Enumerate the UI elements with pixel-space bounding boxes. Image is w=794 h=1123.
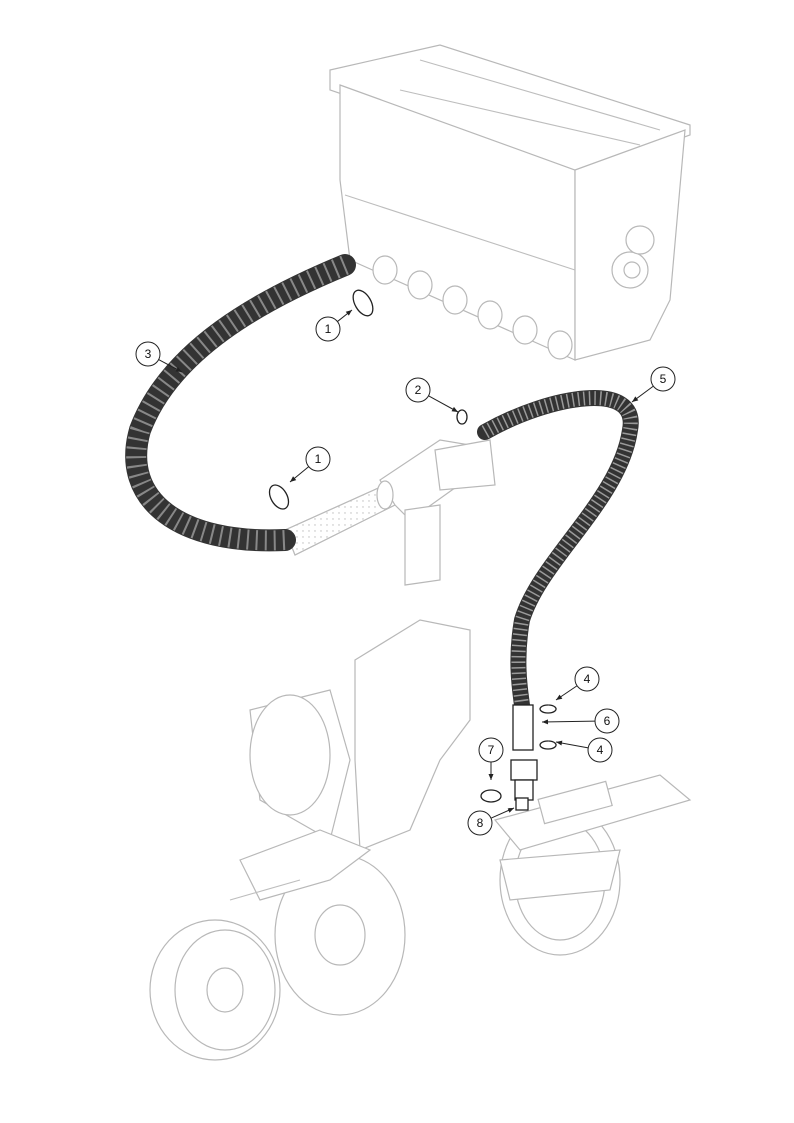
hose-clamp-lower (268, 484, 290, 510)
distribution-tube (284, 439, 496, 586)
callout-circle (467, 810, 493, 836)
arrowhead-icon (175, 366, 182, 372)
hopper-outlet (547, 330, 573, 360)
seed-tube-fitting (515, 797, 529, 811)
callout-circle (315, 316, 341, 342)
arrowhead-icon (345, 310, 352, 316)
hopper-outlet (512, 315, 538, 345)
hopper-outlet (442, 285, 468, 315)
callout-number: 5 (660, 372, 667, 386)
callout-hose-clamp-upper: 1 (315, 309, 353, 342)
callout-circle (594, 708, 620, 734)
callout-hose-clamp-small: 2 (405, 377, 459, 413)
callout-circle (405, 377, 431, 403)
retaining-ring-upper (539, 704, 557, 714)
callout-number: 2 (415, 383, 422, 397)
arrowhead-icon (290, 476, 297, 482)
callout-hose-clamp-lower: 1 (289, 446, 331, 483)
callout-corrugated-hose-left: 3 (135, 341, 183, 373)
callout-corrugated-hose-right: 5 (631, 366, 676, 403)
callout-retaining-ring-lower: 4 (555, 737, 613, 763)
callout-number: 8 (477, 816, 484, 830)
arrowhead-icon (542, 719, 549, 725)
leader-line (541, 720, 596, 723)
callout-number: 1 (315, 452, 322, 466)
arrowhead-icon (556, 694, 563, 700)
callout-hose-adapter: 6 (541, 708, 620, 734)
arrowhead-icon (507, 808, 514, 813)
hopper-outlet (477, 300, 503, 330)
callout-circle (574, 666, 600, 692)
callout-circle (650, 366, 676, 392)
callout-hose-clamp-bottom: 7 (478, 737, 504, 780)
callout-number: 4 (597, 743, 604, 757)
hopper-outlet (372, 255, 398, 285)
callout-circle (587, 737, 613, 763)
row-unit (149, 619, 692, 1061)
corrugated-hose-right (477, 390, 639, 713)
corrugated-hose-left (125, 254, 356, 552)
callout-seed-tube-fitting: 8 (467, 807, 515, 836)
callout-circle (478, 737, 504, 763)
hose-clamp-small (456, 409, 468, 425)
callout-number: 3 (145, 347, 152, 361)
arrowhead-icon (632, 396, 639, 402)
hopper-outlet (407, 270, 433, 300)
callout-number: 6 (604, 714, 611, 728)
arrowhead-icon (451, 406, 458, 412)
retaining-ring-lower (539, 740, 557, 750)
hose-adapter (510, 704, 538, 801)
seed-hopper (329, 44, 691, 361)
callout-retaining-ring-upper: 4 (555, 666, 600, 701)
arrowhead-icon (488, 774, 494, 780)
callout-number: 1 (325, 322, 332, 336)
callout-circle (135, 341, 161, 367)
hose-clamp-upper (352, 289, 374, 317)
callout-circle (305, 446, 331, 472)
hose-clamp-bottom (480, 789, 502, 803)
arrowhead-icon (556, 740, 563, 746)
callout-number: 7 (488, 743, 495, 757)
callout-number: 4 (584, 672, 591, 686)
